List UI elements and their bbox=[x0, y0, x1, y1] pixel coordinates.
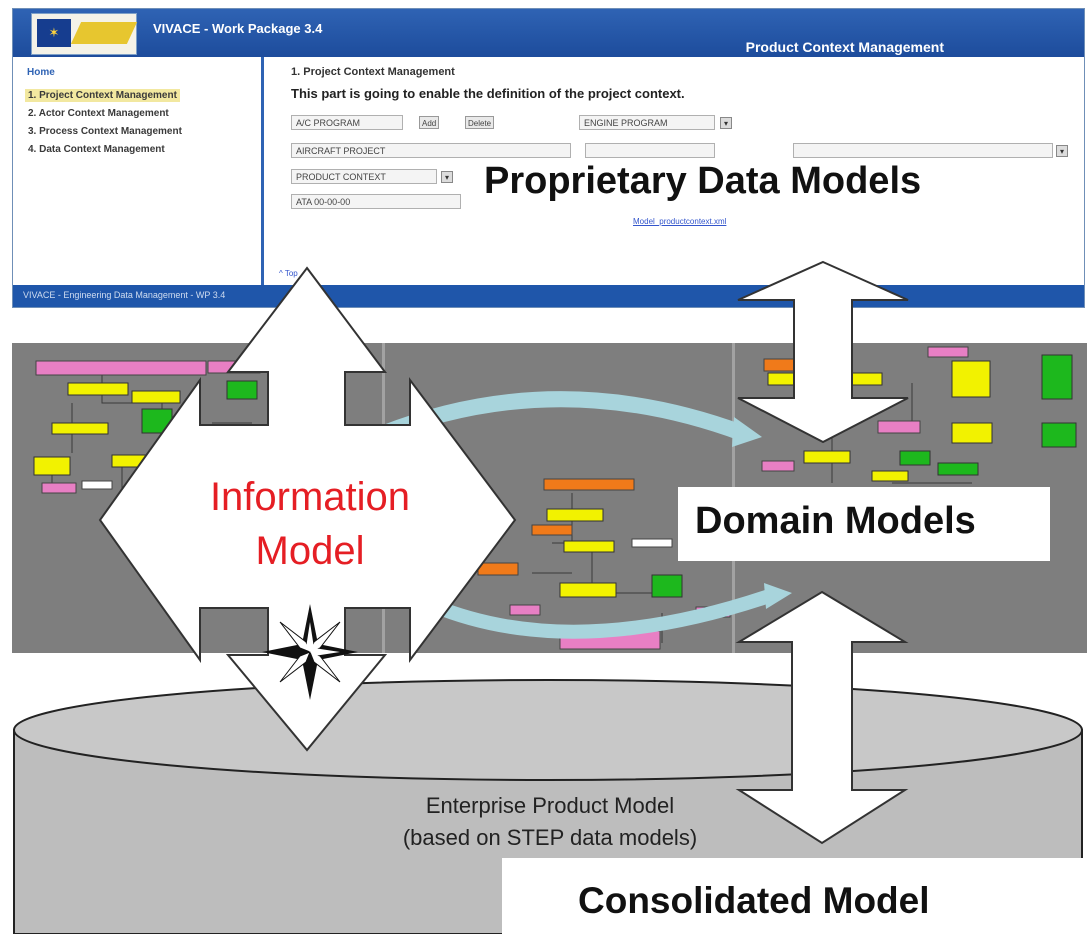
app-subtitle: Product Context Management bbox=[745, 39, 944, 55]
engine-program-select[interactable]: ENGINE PROGRAM bbox=[579, 115, 715, 130]
product-context-select[interactable]: PRODUCT CONTEXT bbox=[291, 169, 437, 184]
ata-select[interactable]: ATA 00-00-00 bbox=[291, 194, 461, 209]
eu-stars-icon: ✶ bbox=[48, 25, 60, 40]
section-title: 1. Project Context Management bbox=[291, 66, 455, 78]
aircraft-project-value[interactable] bbox=[585, 143, 715, 158]
eu-flag-icon bbox=[37, 19, 71, 47]
app-header: ✶ VIVACE - Work Package 3.4 Product Cont… bbox=[13, 9, 1084, 57]
information-model-label: Information Model bbox=[150, 470, 470, 578]
context-dropdown-icon[interactable]: ▾ bbox=[1056, 145, 1068, 157]
app-title: VIVACE - Work Package 3.4 bbox=[153, 21, 323, 36]
information-model-line2: Model bbox=[255, 529, 365, 573]
product-context-dropdown-icon[interactable]: ▾ bbox=[441, 171, 453, 183]
proprietary-data-models-label: Proprietary Data Models bbox=[484, 160, 922, 202]
nav-item-process-context[interactable]: 3. Process Context Management bbox=[28, 126, 182, 137]
domain-models-label: Domain Models bbox=[695, 500, 976, 542]
delete-button[interactable]: Delete bbox=[465, 116, 495, 129]
nav-item-project-context[interactable]: 1. Project Context Management bbox=[25, 89, 180, 102]
vivace-logo: ✶ bbox=[31, 13, 138, 55]
section-description: This part is going to enable the definit… bbox=[291, 86, 685, 101]
consolidated-model-box bbox=[502, 858, 1087, 934]
add-button[interactable]: Add bbox=[419, 116, 440, 129]
project-context-value[interactable] bbox=[793, 143, 1053, 158]
consolidated-model-label: Consolidated Model bbox=[578, 880, 930, 921]
app-sidebar: Home 1. Project Context Management 2. Ac… bbox=[13, 57, 264, 285]
aircraft-project-select[interactable]: AIRCRAFT PROJECT bbox=[291, 143, 571, 158]
model-link[interactable]: Model_productcontext.xml bbox=[633, 217, 727, 226]
nav-item-data-context[interactable]: 4. Data Context Management bbox=[28, 144, 165, 155]
app-content: 1. Project Context Management This part … bbox=[273, 57, 1073, 285]
domain-models-box bbox=[678, 487, 1050, 561]
engine-program-dropdown-icon[interactable]: ▾ bbox=[720, 117, 732, 129]
epm-line2: (based on STEP data models) bbox=[402, 825, 698, 850]
ac-program-select[interactable]: A/C PROGRAM bbox=[291, 115, 403, 130]
enterprise-product-model-label: Enterprise Product Model (based on STEP … bbox=[310, 790, 790, 854]
nav-item-actor-context[interactable]: 2. Actor Context Management bbox=[28, 108, 169, 119]
epm-line1: Enterprise Product Model bbox=[425, 793, 675, 818]
information-model-line1: Information bbox=[209, 475, 411, 519]
nav-home-link[interactable]: Home bbox=[27, 67, 55, 78]
